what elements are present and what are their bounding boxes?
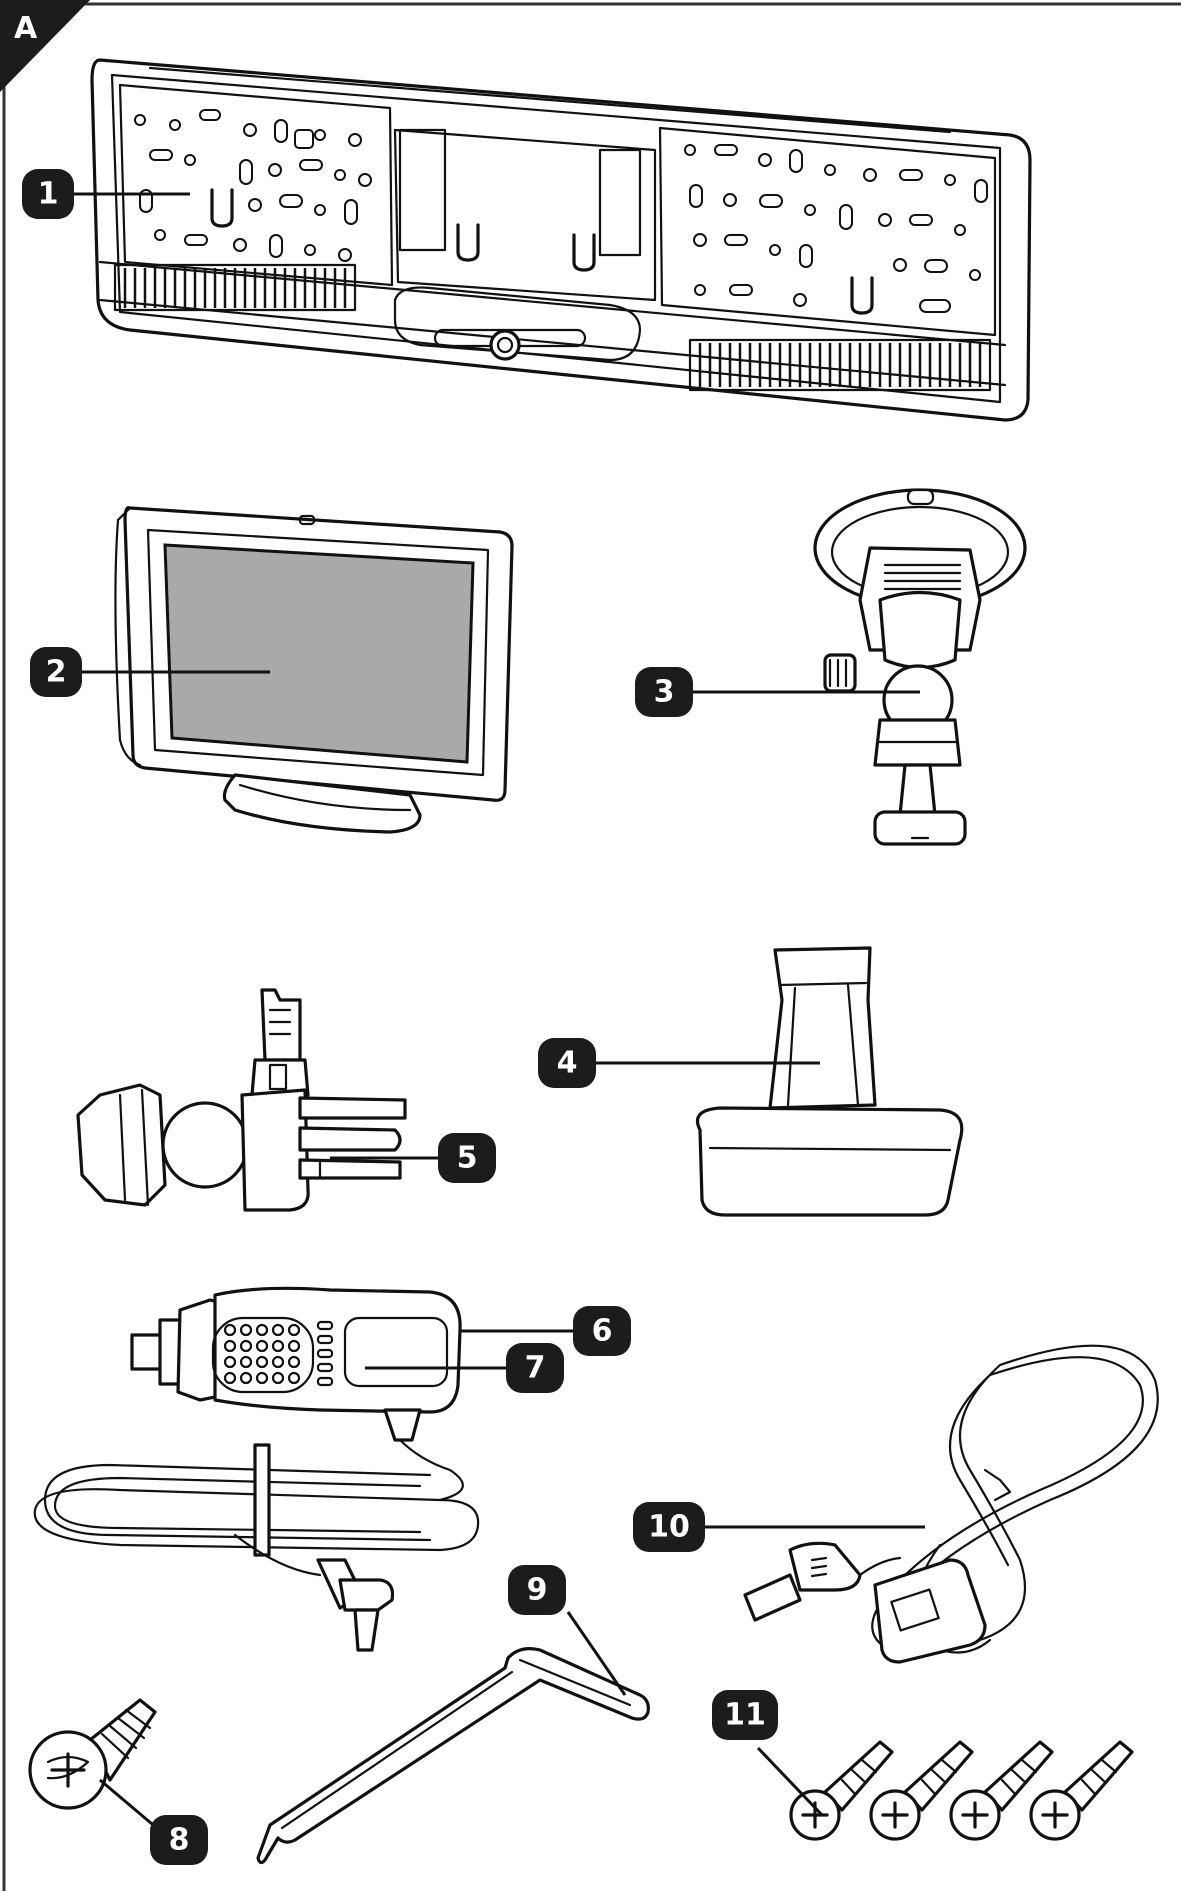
suction-mount-drawing: [813, 488, 1027, 846]
small-screws-drawing: [789, 1740, 1134, 1841]
plate-holder-drawing: [90, 58, 1032, 422]
callout-6: 6: [573, 1306, 631, 1356]
monitor-drawing: [114, 506, 514, 834]
svg-text:10: 10: [648, 1510, 690, 1545]
callout-8: 8: [150, 1815, 208, 1865]
svg-text:5: 5: [457, 1141, 478, 1176]
svg-text:3: 3: [654, 675, 675, 710]
section-tab: A: [0, 0, 90, 92]
leader-lines: [70, 192, 925, 1837]
svg-text:11: 11: [724, 1698, 766, 1733]
svg-text:8: 8: [169, 1823, 190, 1858]
svg-text:4: 4: [557, 1046, 578, 1081]
stand-drawing: [695, 946, 964, 1217]
svg-text:2: 2: [46, 655, 67, 690]
car-charger-drawing: [33, 1286, 480, 1652]
callout-4: 4: [538, 1038, 596, 1088]
svg-text:6: 6: [592, 1314, 613, 1349]
callout-9: 9: [508, 1565, 566, 1615]
callout-2: 2: [30, 647, 82, 697]
callout-11: 11: [712, 1690, 778, 1740]
callout-5: 5: [438, 1133, 496, 1183]
svg-text:9: 9: [527, 1573, 548, 1608]
svg-text:7: 7: [525, 1351, 546, 1386]
callout-7: 7: [506, 1343, 564, 1393]
large-screw-drawing: [28, 1698, 157, 1810]
ball-mount-drawing: [76, 988, 407, 1212]
callout-10: 10: [633, 1502, 705, 1552]
svg-text:1: 1: [38, 177, 59, 212]
callout-3: 3: [635, 667, 693, 717]
usb-cable-drawing: [743, 1344, 1159, 1664]
section-label: A: [14, 11, 38, 46]
hex-key-drawing: [256, 1647, 650, 1865]
callout-1: 1: [22, 169, 74, 219]
